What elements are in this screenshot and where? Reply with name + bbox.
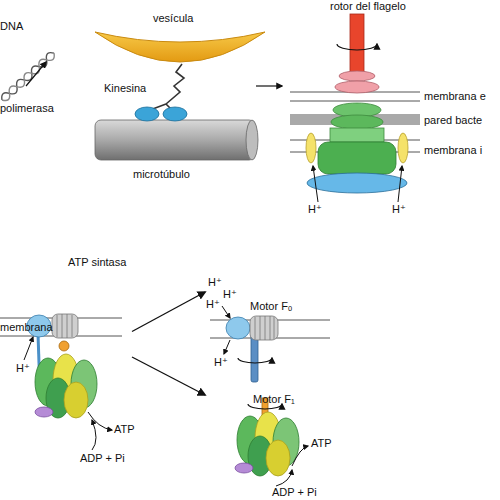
dna-helix [0,50,57,103]
motion-arrow [256,85,282,86]
part-label: H⁺ [16,362,30,375]
c-ring-stripes [57,314,72,338]
rotor-ring [331,115,383,129]
part-label: pared bacte [424,114,482,127]
stator-unit [306,133,316,163]
part-label: polimerasa [0,102,54,115]
part-label: ATP [311,437,332,450]
part-label: vesícula [153,12,193,25]
rotation-arrow [238,358,272,363]
part-label: H⁺ [308,203,322,216]
part-label: membrana [0,321,53,334]
part-label: Kinesina [104,82,146,95]
part-label: DNA [0,20,23,33]
rotor-disc [339,71,375,81]
f1-subunit [266,440,290,476]
part-label: H⁺ [223,288,237,301]
rotor-base [318,142,396,174]
vesicle-shape [95,32,265,62]
a-subunit [226,317,250,339]
part-label: microtúbulo [133,168,190,181]
c-ring-stripes [255,316,274,340]
part-label: ADP + Pi [80,452,125,465]
reaction-arrow [292,446,308,466]
kinesin-head [163,107,187,121]
node-heading: ATP sintasa [68,256,126,269]
delta-subunit [35,407,53,417]
part-label: H⁺ [392,203,406,216]
dna-strand [0,50,57,103]
part-label: ATP [114,423,135,436]
part-label: membrana i [424,144,482,157]
flow-arrow [132,357,205,395]
part-label: H⁺ [214,356,228,369]
microtubule-end [246,120,258,160]
motion-arrow [26,62,46,86]
flow-arrow [132,292,205,332]
part-label: H⁺ [208,276,222,289]
c-ring [250,316,278,340]
rotation-arrow [337,44,377,50]
proton-arrow [224,340,230,354]
stator-unit [398,133,408,163]
rotor-c-ring [307,173,407,193]
dna-strand [0,50,57,103]
rotor-disc [335,81,379,93]
reaction-arrow [88,412,112,430]
microtubule-shape [95,120,255,160]
flagellum-rod [350,14,364,74]
delta-subunit [235,463,253,473]
c-ring-body [250,316,278,340]
f1-subunit [64,382,88,418]
membrane-line [290,101,420,102]
proton-arrow [313,166,318,202]
c-ring [52,314,78,338]
reaction-arrow [276,470,292,486]
node-heading: Motor Fₒ [250,300,292,313]
rotor-ring [330,128,384,142]
reaction-arrow [92,420,96,450]
node-heading: Motor F₁ [253,393,295,406]
c-ring-body [52,314,78,338]
proton-arrow [222,306,230,318]
part-label: H⁺ [206,298,220,311]
proton-arrow [398,166,402,202]
part-label: rotor del flagelo [330,0,406,13]
part-label: ADP + Pi [272,486,317,499]
part-label: membrana e [424,90,486,103]
kinesin-tail [166,64,184,104]
kinesin-head [135,107,159,121]
proton-arrow [24,337,33,360]
gamma-subunit [59,341,69,351]
